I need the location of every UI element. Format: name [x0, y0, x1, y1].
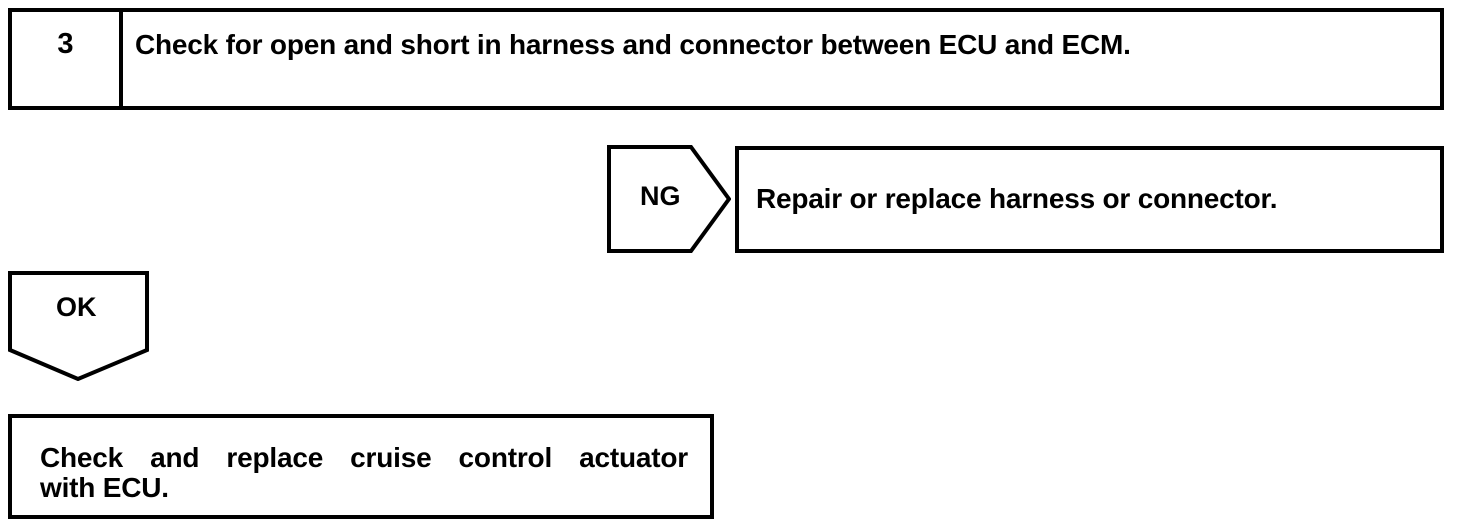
ng-result-box: Repair or replace harness or connector. [735, 146, 1444, 253]
ng-branch-label: NG [640, 181, 681, 211]
ok-branch-label: OK [56, 292, 97, 322]
ok-result-box: Check and replace cruise control actuato… [8, 414, 714, 519]
step-number: 3 [57, 28, 74, 60]
ok-result-line-1: Check and replace cruise control actuato… [40, 442, 688, 473]
step-instruction-cell: Check for open and short in harness and … [123, 12, 1440, 106]
step-instruction-text: Check for open and short in harness and … [135, 29, 1131, 60]
ng-result-text: Repair or replace harness or connector. [756, 183, 1278, 214]
ng-branch-flag [607, 145, 731, 253]
step-number-cell: 3 [12, 12, 123, 106]
ok-result-line-2: with ECU. [40, 472, 169, 504]
ok-branch-flag [8, 271, 149, 381]
ok-pentagon-icon [8, 271, 149, 381]
step-row: 3 Check for open and short in harness an… [8, 8, 1444, 110]
ng-pentagon-icon [607, 145, 731, 253]
ok-result-text: Check and replace cruise control actuato… [40, 442, 688, 504]
